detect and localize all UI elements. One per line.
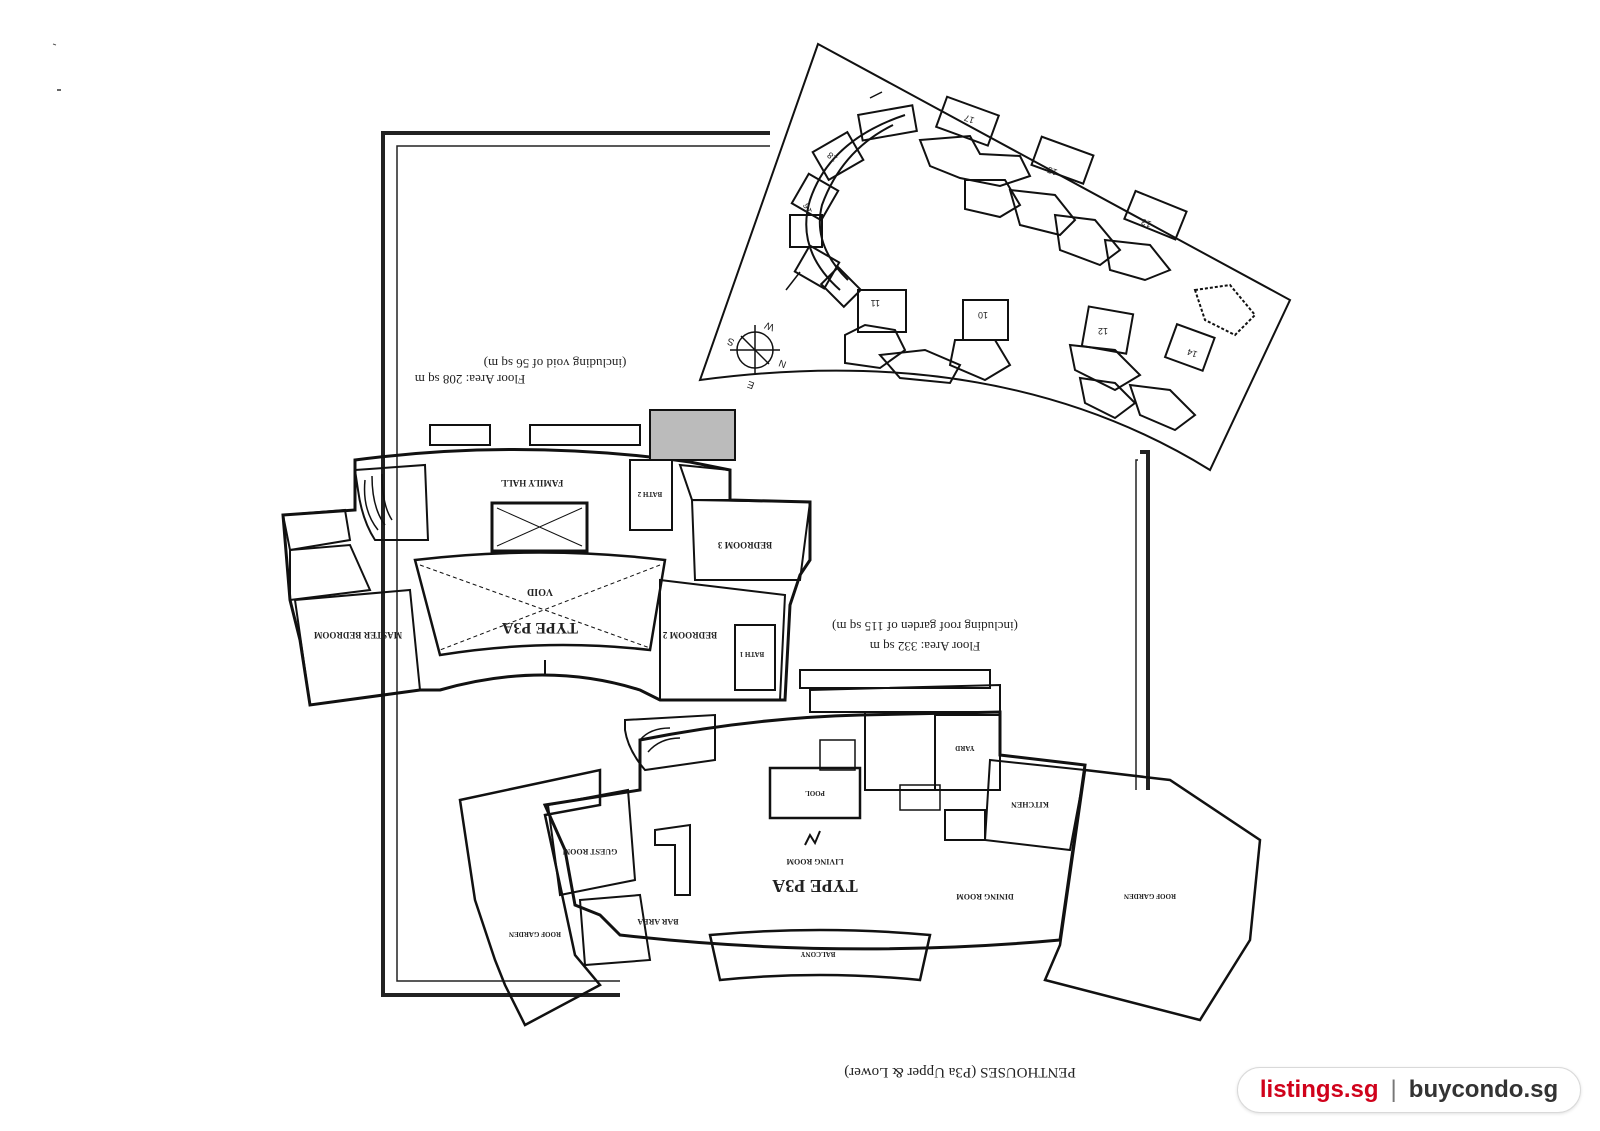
- site-plan: 17 15 13 11 10 12 14 16 18 N S E: [698, 42, 1292, 472]
- bar-area-label: BAR AREA: [637, 917, 678, 926]
- block-number: 11: [871, 298, 880, 308]
- upper-floor-labels: TYPE P3A VOID FAMILY HALL MASTER BEDROOM…: [313, 478, 772, 658]
- guest-room-label: GUEST ROOM: [562, 847, 617, 856]
- lower-area-line1: Floor Area: 332 sq m: [870, 639, 981, 654]
- block-number: 17: [963, 113, 976, 126]
- sheet-frame: [381, 131, 1150, 997]
- site-block-numbers: 17 15 13 11 10 12 14 16 18: [801, 113, 1199, 360]
- lower-floor-labels: TYPE P3A LIVING ROOM DINING ROOM KITCHEN…: [509, 744, 1176, 958]
- compass-north: N: [777, 357, 788, 370]
- site-crescent: [785, 91, 918, 309]
- block-number: 14: [1186, 347, 1199, 360]
- pool-label: POOL: [805, 789, 825, 797]
- site-lower-blocks: [844, 283, 1257, 432]
- block-number: 13: [1140, 217, 1153, 230]
- upper-area-line2: (including void of 56 sq m): [484, 356, 627, 371]
- upper-floor-plan: [281, 409, 812, 707]
- living-room-mark: [804, 830, 821, 846]
- block-number: 12: [1098, 326, 1108, 336]
- roof-garden-right-label: ROOF GARDEN: [1124, 892, 1176, 900]
- lower-area-note: Floor Area: 332 sq m (including roof gar…: [832, 619, 1018, 654]
- lower-type-label: TYPE P3A: [772, 876, 858, 896]
- roof-garden-left-label: ROOF GARDEN: [509, 930, 561, 938]
- kitchen-label: KITCHEN: [1011, 800, 1049, 809]
- dining-room-label: DINING ROOM: [956, 892, 1014, 901]
- bath-1-label: BATH 1: [739, 650, 764, 658]
- site-upper-blocks: [918, 95, 1188, 282]
- sheet-caption: PENTHOUSES (P3a Upper & Lower): [844, 1064, 1076, 1080]
- compass-south: S: [726, 335, 736, 348]
- master-bedroom-label: MASTER BEDROOM: [313, 630, 402, 640]
- living-room-label: LIVING ROOM: [786, 857, 844, 866]
- upper-area-note: Floor Area: 208 sq m (including void of …: [415, 356, 627, 387]
- upper-area-line1: Floor Area: 208 sq m: [415, 372, 526, 387]
- upper-type-label: TYPE P3A: [502, 619, 578, 636]
- watermark-badge: listings.sg | buycondo.sg: [1237, 1067, 1581, 1113]
- block-number: 10: [978, 310, 988, 320]
- block-number: 16: [801, 202, 814, 215]
- lower-floor-plan: [458, 669, 1262, 1027]
- family-hall-label: FAMILY HALL: [501, 478, 563, 488]
- stray-mark: [52, 43, 57, 46]
- compass-west: W: [763, 319, 776, 333]
- block-number: 15: [1046, 165, 1059, 178]
- void-label: VOID: [527, 586, 553, 597]
- block-number: 18: [825, 150, 839, 164]
- bedroom-3-label: BEDROOM 3: [717, 540, 772, 550]
- balcony-label: BALCONY: [800, 950, 835, 958]
- lower-area-line2: (including roof garden of 115 sq m): [832, 619, 1018, 634]
- watermark-buycondo: buycondo.sg: [1408, 1076, 1559, 1103]
- compass-east: E: [746, 378, 756, 391]
- bath-2-label: BATH 2: [637, 490, 662, 498]
- watermark-separator: |: [1390, 1076, 1397, 1103]
- watermark-listings: listings.sg: [1259, 1076, 1379, 1103]
- yard-label: YARD: [955, 744, 975, 752]
- compass-icon: [730, 325, 780, 375]
- bedroom-2-label: BEDROOM 2: [662, 630, 717, 640]
